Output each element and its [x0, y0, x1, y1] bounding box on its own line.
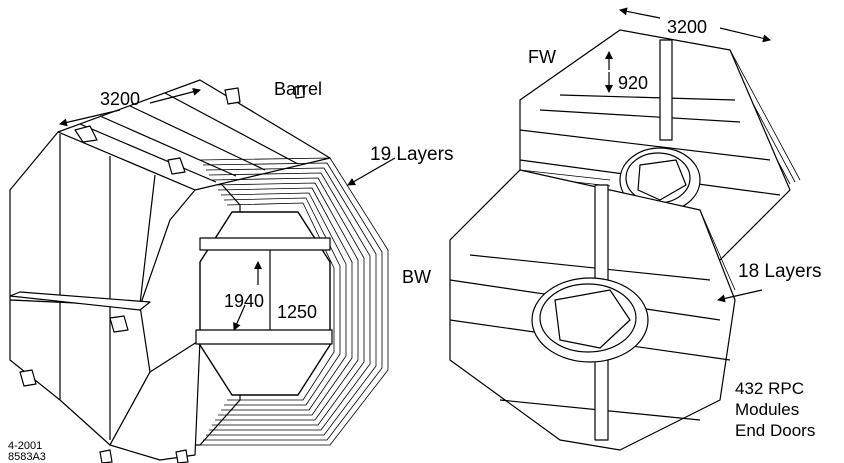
bw-door-label: BW — [402, 267, 431, 287]
bw-door-assembly — [449, 169, 736, 451]
barrel-length-label: 3200 — [100, 89, 141, 109]
figure-date: 4-2001 — [8, 440, 43, 452]
rpc-note-line-1: 432 RPC — [735, 379, 804, 398]
barrel-layer-stack — [199, 157, 389, 446]
barrel-front-panels — [9, 79, 331, 463]
endcap-dimension-arrows — [605, 7, 771, 303]
barrel-inner-opening — [199, 211, 331, 396]
rpc-note-line-2: Modules — [735, 400, 800, 419]
fw-door-label: FW — [528, 47, 556, 67]
endcap-height-label: 920 — [618, 73, 649, 93]
figure-footer: 4-2001 8583A3 — [8, 441, 46, 463]
figure-code: 8583A3 — [8, 451, 46, 463]
barrel-dimension-arrows — [59, 87, 396, 331]
endcap-layers-label: 18 Layers — [738, 261, 822, 282]
barrel-assembly — [9, 79, 389, 463]
barrel-title: Barrel — [274, 79, 323, 99]
endcap-length-label: 3200 — [667, 17, 708, 37]
barrel-inner-depth-label: 1250 — [277, 302, 318, 322]
rpc-note-line-3: End Doors — [735, 421, 816, 440]
barrel-layers-label: 19 Layers — [370, 144, 454, 165]
barrel-inner-height-label: 1940 — [224, 291, 265, 311]
rpc-note: 432 RPC Modules End Doors — [735, 378, 815, 441]
